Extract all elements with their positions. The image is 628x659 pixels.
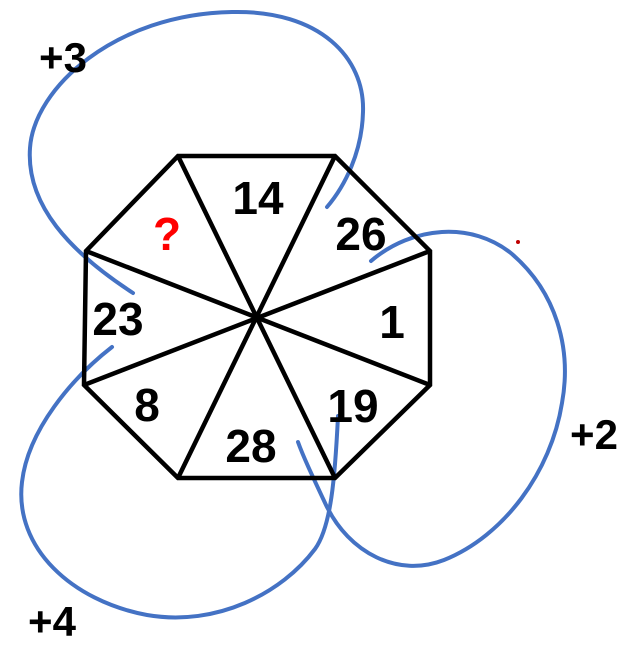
sector-values: 14 26 1 19 28 8 23 ?	[92, 172, 404, 472]
sector-value-bottom-left: 8	[134, 379, 160, 431]
stray-red-dot	[516, 240, 520, 244]
connector-plus3-curve	[27, 9, 366, 295]
connector-plus4-curve	[19, 345, 340, 620]
octagon-wheel	[81, 153, 433, 481]
connector-plus2-label: +2	[570, 411, 618, 458]
connector-curves	[19, 9, 567, 620]
sector-value-bottom: 28	[225, 420, 276, 472]
connector-labels: +3 +2 +4	[28, 34, 618, 645]
connector-plus3-label: +3	[39, 34, 87, 81]
sector-value-unknown: ?	[153, 208, 181, 260]
sector-value-top-right: 26	[335, 208, 386, 260]
sector-value-right: 1	[379, 296, 405, 348]
sector-value-bottom-right: 19	[327, 380, 378, 432]
sector-value-left: 23	[92, 293, 143, 345]
sector-value-top: 14	[232, 172, 284, 224]
connector-plus4-label: +4	[28, 598, 77, 645]
octagon-diagonal	[85, 248, 431, 388]
